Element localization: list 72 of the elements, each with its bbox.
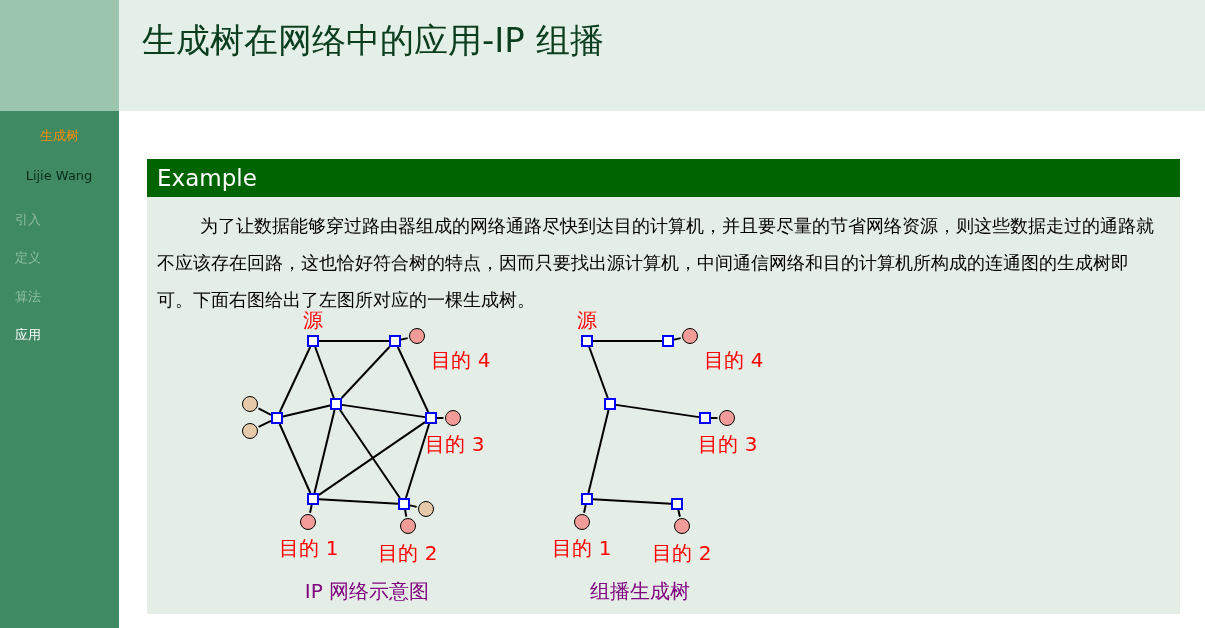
network-link xyxy=(278,423,312,494)
network-link xyxy=(673,337,682,341)
host-node xyxy=(399,517,416,534)
router-node xyxy=(271,412,283,424)
network-link xyxy=(592,498,672,505)
network-link xyxy=(588,346,609,399)
router-node xyxy=(581,335,593,347)
network-link xyxy=(340,346,391,399)
router-node xyxy=(307,493,319,505)
network-link xyxy=(583,504,587,514)
host-node xyxy=(718,409,735,426)
router-node xyxy=(389,335,401,347)
host-node xyxy=(299,513,316,530)
section-title: 生成树 xyxy=(39,127,79,145)
router-node xyxy=(581,493,593,505)
host-node xyxy=(241,422,258,439)
network-link xyxy=(677,509,681,518)
nav-item: 引入 xyxy=(15,211,41,229)
network-link xyxy=(436,417,445,419)
host-node xyxy=(408,327,425,344)
host-node xyxy=(444,409,461,426)
figure-caption: IP 网络示意图 xyxy=(304,577,430,605)
network-link xyxy=(314,346,335,399)
slide-title: 生成树在网络中的应用-IP 组播 xyxy=(142,19,604,62)
node-label: 目的 2 xyxy=(378,539,438,567)
router-node xyxy=(398,498,410,510)
network-link xyxy=(404,423,431,499)
network-link xyxy=(318,340,390,342)
nav-item: 定义 xyxy=(15,249,41,267)
author-name: Lijie Wang xyxy=(25,167,93,183)
router-node xyxy=(662,335,674,347)
router-node xyxy=(425,412,437,424)
network-link xyxy=(615,403,700,419)
router-node xyxy=(699,412,711,424)
network-link xyxy=(396,346,430,413)
node-label: 目的 4 xyxy=(704,346,764,374)
router-node xyxy=(671,498,683,510)
network-link xyxy=(339,409,401,499)
host-node xyxy=(573,513,590,530)
network-link xyxy=(587,409,610,494)
network-link xyxy=(309,504,313,514)
node-label: 目的 3 xyxy=(698,430,758,458)
node-label: 目的 1 xyxy=(279,534,339,562)
network-link xyxy=(409,504,418,508)
network-link xyxy=(278,346,312,413)
host-node xyxy=(673,517,690,534)
node-label: 目的 4 xyxy=(431,346,491,374)
nav-item: 算法 xyxy=(15,288,41,306)
example-block xyxy=(147,159,1180,614)
block-heading: Example xyxy=(147,159,1180,197)
network-link xyxy=(318,498,399,505)
host-node xyxy=(681,327,698,344)
network-link xyxy=(318,421,426,496)
host-node xyxy=(417,500,434,517)
network-link xyxy=(400,337,409,341)
nav-item: 应用 xyxy=(15,326,41,344)
network-link xyxy=(404,509,408,518)
node-label: 目的 3 xyxy=(425,430,485,458)
router-node xyxy=(330,398,342,410)
network-link xyxy=(282,404,331,418)
host-node xyxy=(241,395,258,412)
router-node xyxy=(604,398,616,410)
network-link xyxy=(710,417,719,419)
network-link xyxy=(257,419,272,428)
network-link xyxy=(257,407,272,416)
network-link xyxy=(341,403,426,419)
node-label: 目的 1 xyxy=(552,534,612,562)
network-link xyxy=(592,340,663,342)
node-label: 目的 2 xyxy=(652,539,712,567)
router-node xyxy=(307,335,319,347)
network-link xyxy=(313,409,336,494)
figure-caption: 组播生成树 xyxy=(590,577,690,605)
